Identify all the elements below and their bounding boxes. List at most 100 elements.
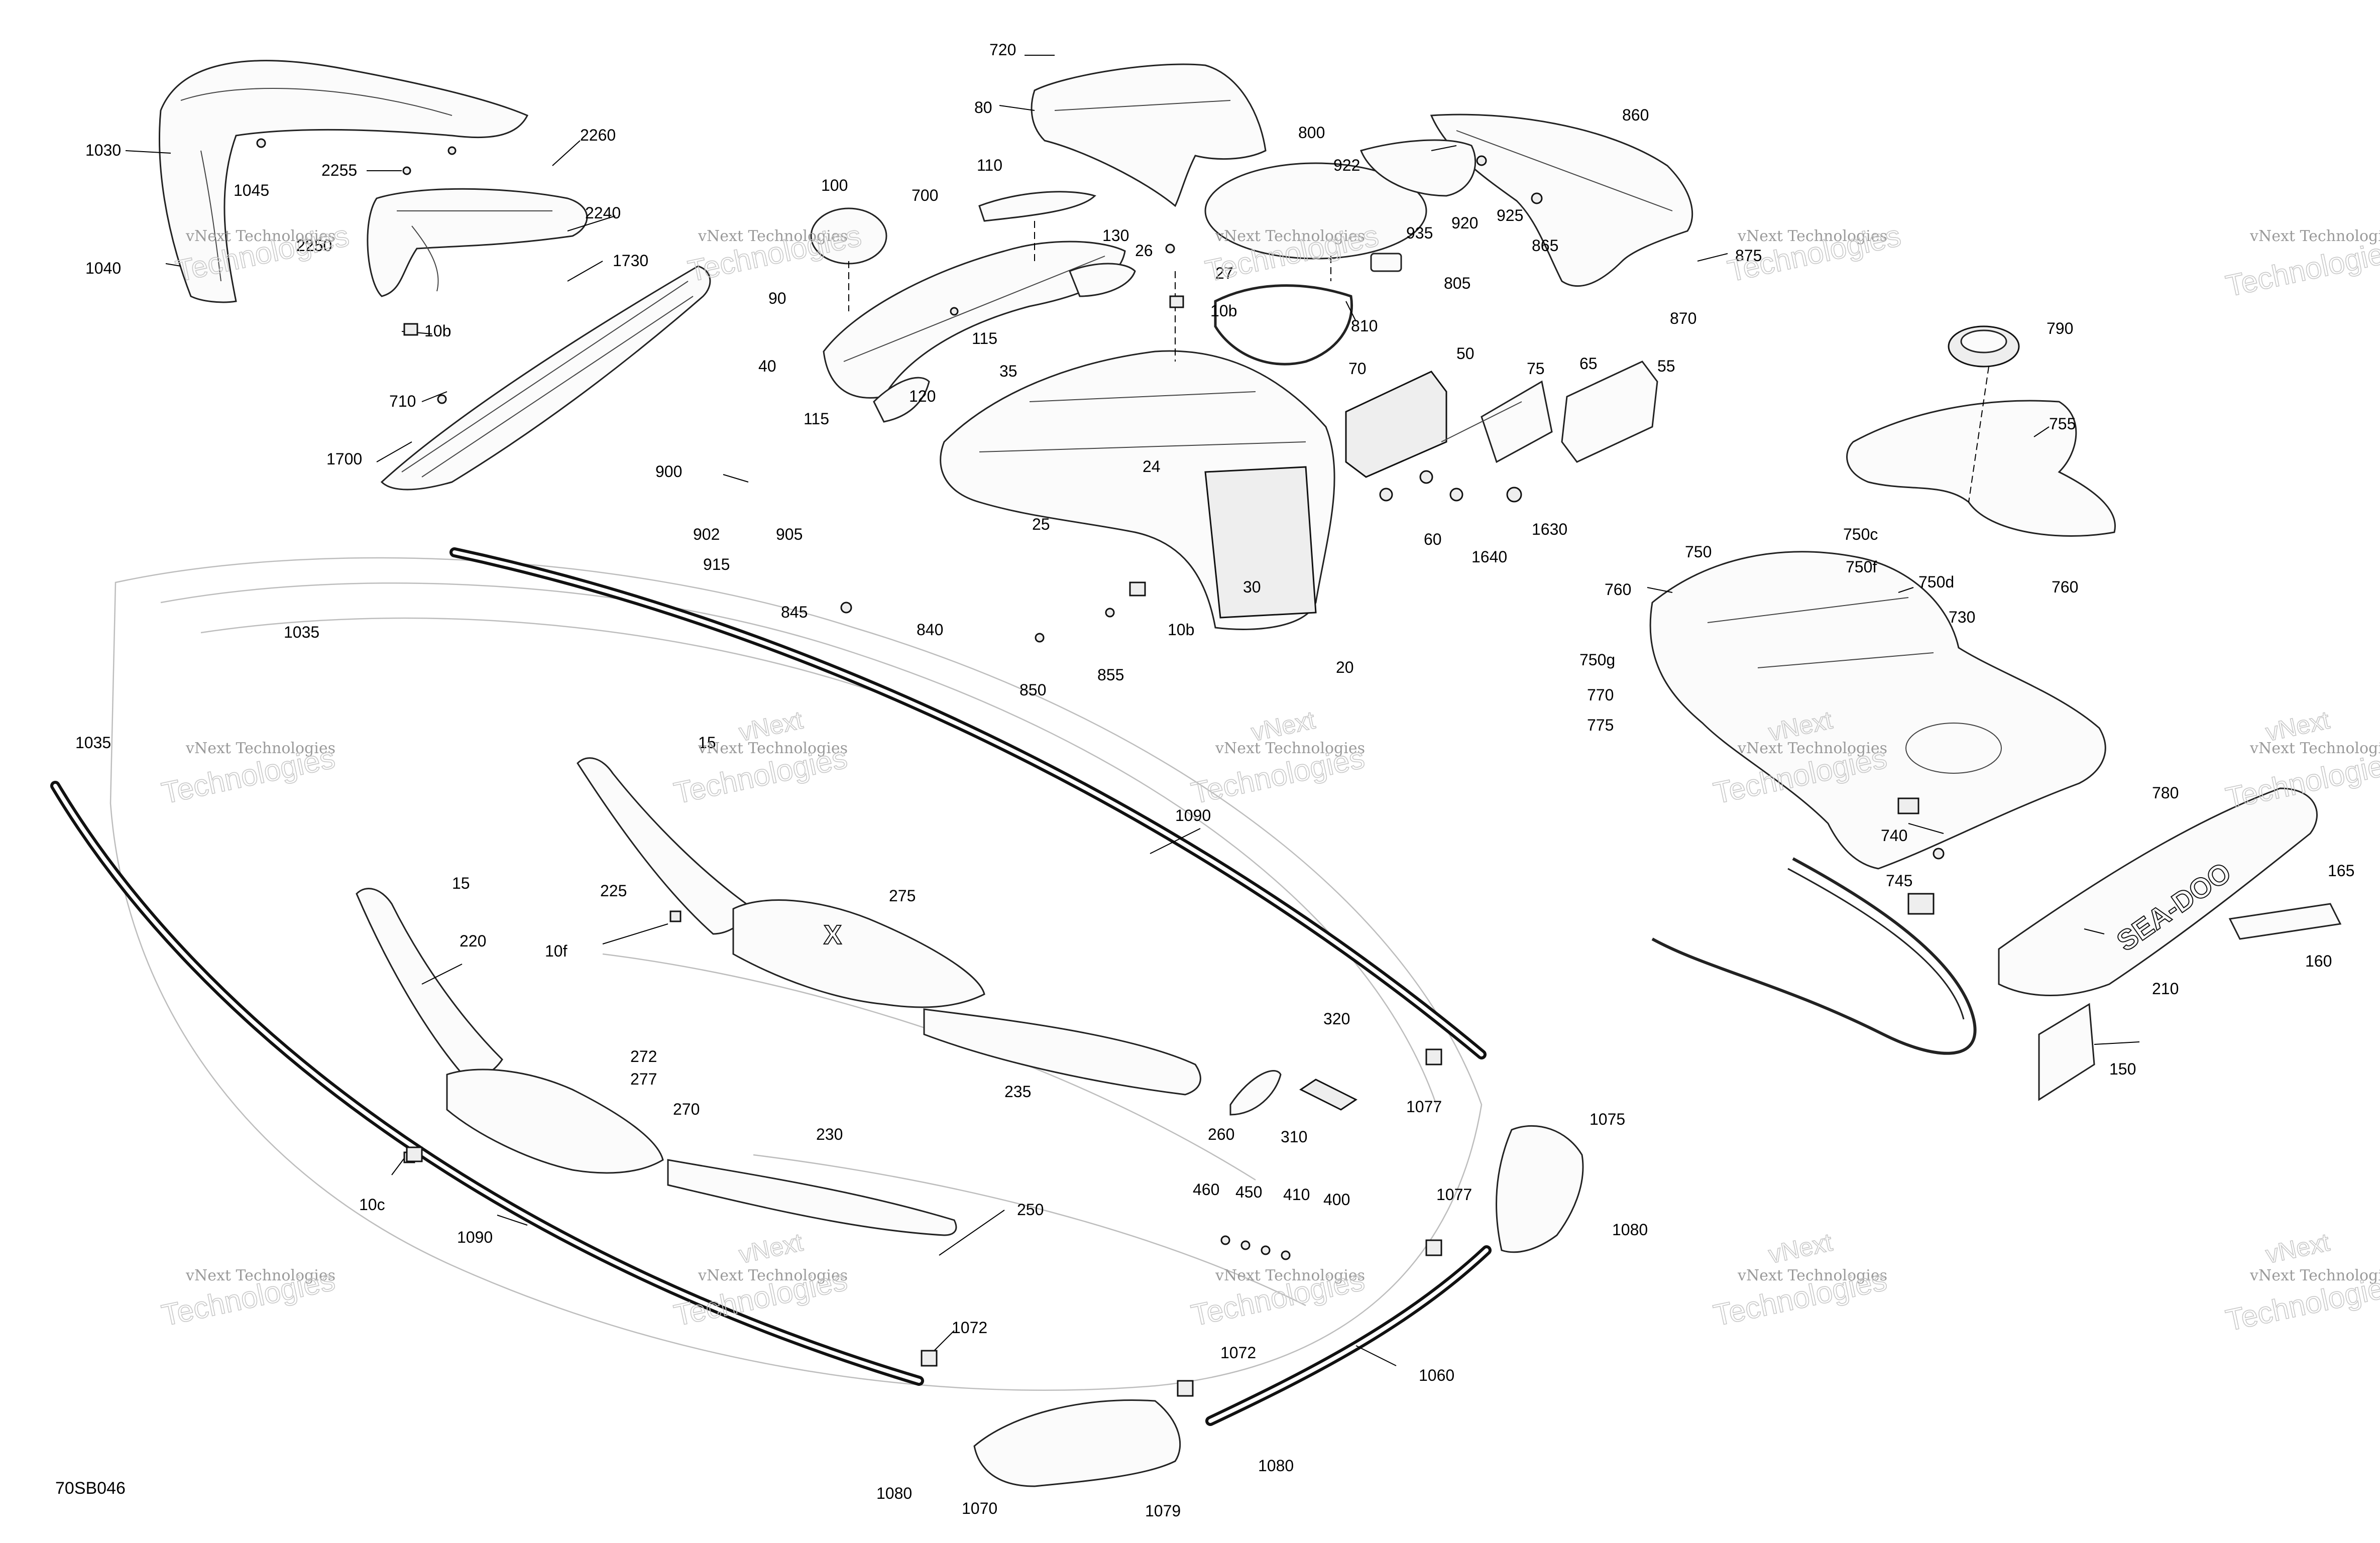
callout-750c: 750c xyxy=(1843,525,1878,543)
callout-870: 870 xyxy=(1670,309,1696,327)
glovebox-lid xyxy=(367,188,588,297)
callouts: 1030 1045 1040 2255 2260 2240 2250 1730 … xyxy=(75,41,2354,1520)
watermark-12a: vNext Technologies xyxy=(698,1267,848,1284)
callout-10f: 10f xyxy=(545,942,568,960)
leader-lines xyxy=(125,55,2140,1366)
callout-750g: 750g xyxy=(1579,651,1615,669)
callout-80: 80 xyxy=(974,98,992,116)
callout-740: 740 xyxy=(1881,826,1907,845)
cap-260 xyxy=(1229,1070,1282,1116)
watermark-14a: vNext Technologies xyxy=(1737,1267,1887,1284)
callout-60: 60 xyxy=(1424,530,1442,548)
front-cover-80 xyxy=(1031,63,1267,207)
callout-922: 922 xyxy=(1333,156,1360,174)
callout-1080-b: 1080 xyxy=(1258,1457,1294,1475)
callout-10c: 10c xyxy=(359,1196,385,1214)
callout-130: 130 xyxy=(1102,226,1129,245)
callout-1070: 1070 xyxy=(962,1499,997,1517)
callout-750: 750 xyxy=(1685,543,1712,561)
footrest-275-mark: X xyxy=(824,920,842,950)
callout-24: 24 xyxy=(1143,457,1161,476)
watermark-vnext-5: vNext xyxy=(737,1228,806,1269)
side-panel-1700 xyxy=(380,265,711,491)
callout-1730: 1730 xyxy=(613,252,648,270)
callout-35: 35 xyxy=(999,362,1017,380)
callout-1072-a: 1072 xyxy=(952,1319,987,1337)
footrest-275: X xyxy=(732,899,985,1008)
seal-810 xyxy=(1214,284,1353,366)
watermark-13a: vNext Technologies xyxy=(1215,1267,1365,1284)
callout-1030: 1030 xyxy=(85,141,121,159)
callout-115-b: 115 xyxy=(804,410,829,428)
callout-720: 720 xyxy=(989,41,1016,59)
callout-1080-a: 1080 xyxy=(1612,1221,1648,1239)
callout-915: 915 xyxy=(703,555,730,573)
watermark-3a: vNext Technologies xyxy=(1215,227,1365,245)
callout-100: 100 xyxy=(821,176,848,194)
callout-750f: 750f xyxy=(1846,558,1877,576)
watermark-1a: vNext Technologies xyxy=(185,227,335,245)
rear-bumper-1075 xyxy=(1496,1125,1584,1253)
callout-320: 320 xyxy=(1323,1010,1350,1028)
callout-2240: 2240 xyxy=(585,204,621,222)
callout-865: 865 xyxy=(1532,236,1558,255)
callout-310: 310 xyxy=(1281,1128,1307,1146)
callout-805: 805 xyxy=(1444,274,1470,292)
callout-1060: 1060 xyxy=(1419,1366,1454,1384)
callout-10b-a: 10b xyxy=(424,322,451,340)
fasteners xyxy=(256,138,1945,1397)
watermark-vnext-6: vNext xyxy=(1766,1228,1835,1269)
watermark-15a: vNext Technologies xyxy=(2249,1267,2380,1284)
callout-1040: 1040 xyxy=(85,259,121,277)
callout-10b-c: 10b xyxy=(1168,621,1194,639)
decal-150 xyxy=(2038,1003,2095,1101)
callout-460: 460 xyxy=(1193,1180,1219,1199)
callout-1035-b: 1035 xyxy=(75,734,111,752)
watermark-11a: vNext Technologies xyxy=(185,1267,335,1284)
callout-450: 450 xyxy=(1235,1183,1262,1201)
callout-920: 920 xyxy=(1451,214,1478,232)
callout-760-a: 760 xyxy=(1605,580,1631,599)
deck-mat-755 xyxy=(1846,400,2116,537)
callout-1035-a: 1035 xyxy=(284,623,319,641)
callout-1079: 1079 xyxy=(1145,1502,1181,1520)
plate-310 xyxy=(1299,1079,1357,1111)
watermark-6a: vNext Technologies xyxy=(185,740,335,757)
callout-165: 165 xyxy=(2328,862,2354,880)
callout-270: 270 xyxy=(673,1100,700,1118)
callout-75: 75 xyxy=(1527,360,1545,378)
callout-710: 710 xyxy=(389,392,416,410)
callout-745: 745 xyxy=(1886,872,1912,890)
rear-step-210: SEA-DOO xyxy=(1998,787,2318,996)
watermark-8a: vNext Technologies xyxy=(1215,740,1365,757)
callout-1090-a: 1090 xyxy=(1175,806,1211,824)
callout-2255: 2255 xyxy=(321,161,357,179)
callout-1630: 1630 xyxy=(1532,520,1567,538)
callout-1700: 1700 xyxy=(326,450,362,468)
watermark-10a: vNext Technologies xyxy=(2249,740,2380,757)
rear-seal-strips xyxy=(1651,857,1977,1055)
callout-770: 770 xyxy=(1587,686,1614,704)
callout-790: 790 xyxy=(2047,319,2073,337)
lens-65 xyxy=(1481,380,1553,463)
watermark-4a: vNext Technologies xyxy=(1737,227,1887,245)
callout-220: 220 xyxy=(460,932,486,950)
callout-15-a: 15 xyxy=(698,734,716,752)
callout-1077-b: 1077 xyxy=(1436,1185,1472,1204)
callout-250: 250 xyxy=(1017,1201,1044,1219)
callout-70: 70 xyxy=(1348,360,1367,378)
bracket-920 xyxy=(1359,139,1477,197)
front-cover-1030 xyxy=(159,60,529,303)
callout-850: 850 xyxy=(1019,681,1046,699)
callout-210: 210 xyxy=(2152,980,2179,998)
watermark-vnext-7: vNext xyxy=(2263,1228,2332,1269)
central-frame-20 xyxy=(940,350,1335,630)
watermark-2a: vNext Technologies xyxy=(698,227,848,245)
callout-225: 225 xyxy=(600,882,627,900)
callout-272: 272 xyxy=(630,1047,657,1065)
cover-55 xyxy=(1561,361,1658,463)
rear-cover-860 xyxy=(1430,113,1693,287)
callout-755: 755 xyxy=(2049,415,2076,433)
callout-15-b: 15 xyxy=(452,874,470,892)
callout-1090-b: 1090 xyxy=(457,1228,493,1246)
